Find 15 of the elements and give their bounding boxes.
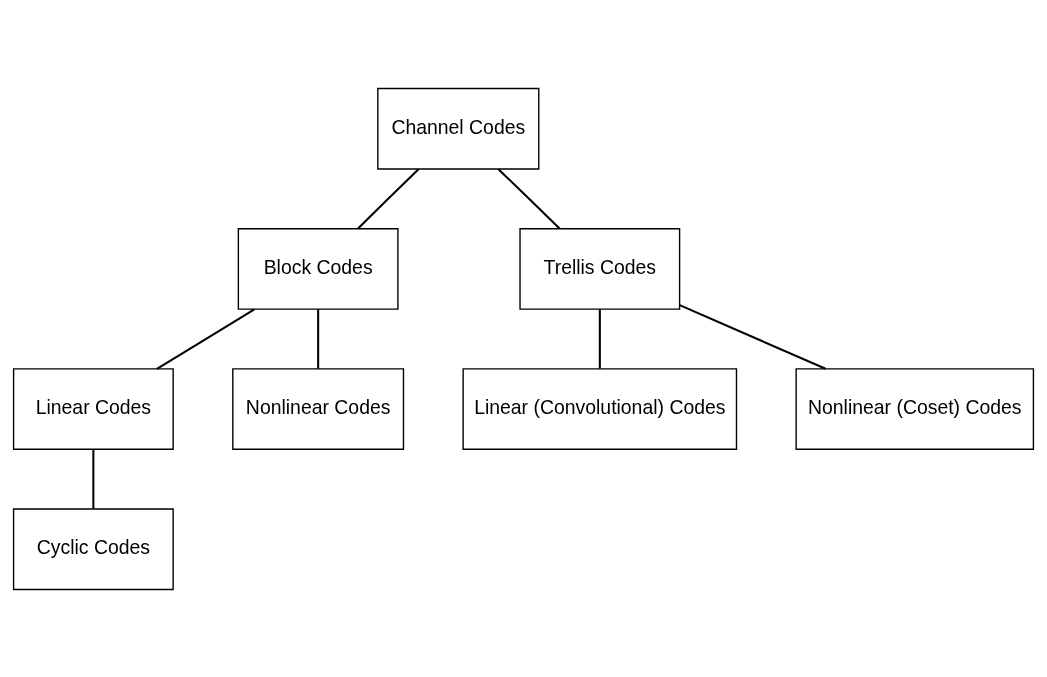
connector — [92, 448, 95, 509]
node-box: Nonlinear (Coset) Codes — [795, 367, 1035, 450]
node-box: Linear Codes — [12, 367, 174, 450]
connector — [497, 167, 561, 229]
node-box: Nonlinear Codes — [232, 367, 405, 450]
connector — [317, 308, 320, 369]
connector — [156, 307, 255, 370]
node-box: Block Codes — [237, 227, 399, 310]
node-box: Channel Codes — [377, 87, 540, 170]
connector — [598, 308, 601, 369]
node-box: Cyclic Codes — [12, 507, 174, 590]
connector — [357, 167, 420, 229]
node-box: Linear (Convolutional) Codes — [462, 367, 738, 450]
connector — [679, 303, 826, 370]
node-box: Trellis Codes — [519, 227, 681, 310]
